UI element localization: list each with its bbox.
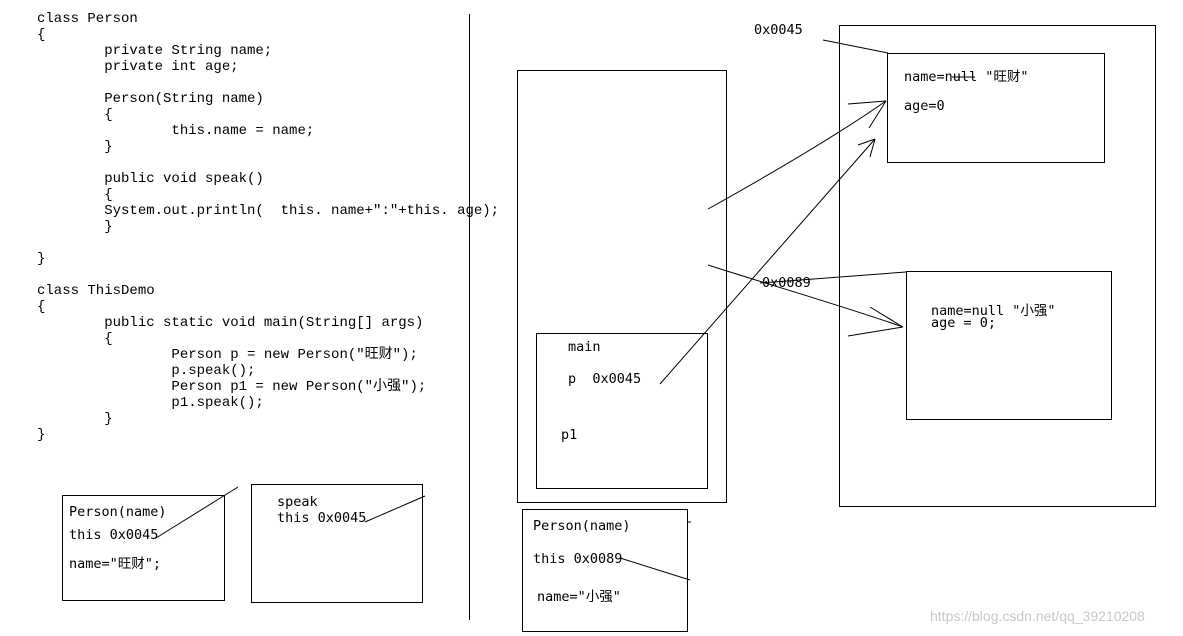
arrow-p-to-object-1: [659, 138, 876, 385]
code-line: p1.speak();: [37, 395, 264, 411]
constructor-frame-2-this: this 0x0089: [533, 551, 623, 567]
code-line: {: [37, 107, 113, 123]
code-line: {: [37, 331, 113, 347]
code-line: private String name;: [37, 43, 273, 59]
code-line: class Person: [37, 11, 138, 27]
heap-object-1-address: 0x0045: [754, 22, 803, 38]
main-frame-title: main: [568, 339, 601, 355]
main-frame-p: p 0x0045: [568, 371, 642, 387]
watermark: https://blog.csdn.net/qq_39210208: [930, 608, 1145, 624]
code-line: }: [37, 139, 113, 155]
code-line: this.name = name;: [37, 123, 315, 139]
divider-line: [469, 14, 470, 620]
code-line: {: [37, 27, 46, 43]
constructor-frame-2: [522, 509, 688, 632]
code-line: p.speak();: [37, 363, 256, 379]
code-line: public static void main(String[] args): [37, 315, 424, 331]
heap-object-1-age: age=0: [904, 98, 945, 114]
frame-2-pointer: [619, 557, 691, 581]
address-2-leader: [759, 271, 907, 284]
main-frame-p1: p1: [561, 427, 578, 443]
code-line: }: [37, 251, 46, 267]
constructor-frame-1-title: Person(name): [69, 504, 167, 520]
code-line: private int age;: [37, 59, 239, 75]
code-line: }: [37, 219, 113, 235]
code-line: class ThisDemo: [37, 283, 155, 299]
heap-object-1: [887, 53, 1105, 163]
speak-frame-pointer: [364, 495, 426, 523]
heap-object-2-address: 0x0089: [762, 275, 811, 291]
speak-frame-title: speak: [277, 494, 318, 510]
constructor-frame-2-name: name="小强": [537, 589, 621, 605]
code-line: }: [37, 411, 113, 427]
speak-frame-this: this 0x0045: [277, 510, 367, 526]
heap-object-2-name: name=null "小强": [931, 303, 1056, 319]
address-1-leader: [822, 39, 889, 54]
constructor-frame-1-name: name="旺财";: [69, 556, 162, 572]
heap-object-2: [906, 271, 1112, 420]
arrow-to-object-1: [707, 100, 887, 210]
constructor-frame-1-this: this 0x0045: [69, 527, 159, 543]
heap-area: [839, 25, 1156, 507]
code-line: {: [37, 187, 113, 203]
code-line: Person p1 = new Person("小强");: [37, 379, 427, 395]
arrow-to-object-2: [707, 264, 904, 328]
constructor-frame-1: [62, 495, 225, 601]
code-line: Person(String name): [37, 91, 264, 107]
code-line: public void speak(): [37, 171, 264, 187]
code-line: System.out.println( this. name+":"+this.…: [37, 203, 500, 219]
main-frame: [536, 333, 708, 489]
stack-area: [517, 70, 727, 503]
heap-object-1-name: name=null "旺财": [904, 69, 1029, 85]
constructor-frame-2-title: Person(name): [533, 518, 631, 534]
speak-frame: [251, 484, 423, 603]
code-line: {: [37, 299, 46, 315]
heap-object-2-age: age = 0;: [931, 315, 997, 331]
code-line: Person p = new Person("旺财");: [37, 347, 418, 363]
frame-1-pointer: [155, 486, 239, 539]
code-line: }: [37, 427, 46, 443]
